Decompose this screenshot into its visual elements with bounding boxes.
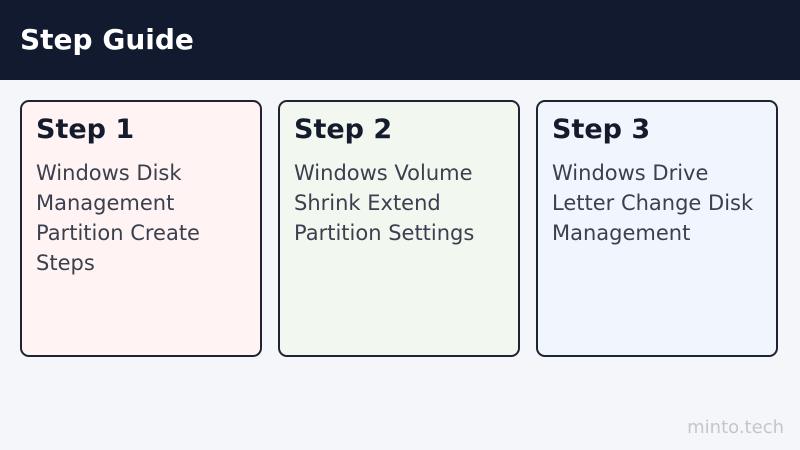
step-card-1: Step 1 Windows Disk Management Partition… xyxy=(20,100,262,357)
step-card-title: Step 1 xyxy=(36,114,135,145)
step-card-2: Step 2 Windows Volume Shrink Extend Part… xyxy=(278,100,520,357)
step-card-description: Windows Disk Management Partition Create… xyxy=(36,161,200,275)
step-card-title: Step 2 xyxy=(294,114,393,145)
header-bar: Step Guide xyxy=(0,0,800,80)
page-title: Step Guide xyxy=(20,23,194,56)
step-card-description: Windows Volume Shrink Extend Partition S… xyxy=(294,161,475,245)
step-card-description: Windows Drive Letter Change Disk Managem… xyxy=(552,161,754,245)
watermark-text: minto.tech xyxy=(687,417,784,438)
step-cards: Step 1 Windows Disk Management Partition… xyxy=(20,100,782,360)
step-card-3: Step 3 Windows Drive Letter Change Disk … xyxy=(536,100,778,357)
step-card-title: Step 3 xyxy=(552,114,651,145)
